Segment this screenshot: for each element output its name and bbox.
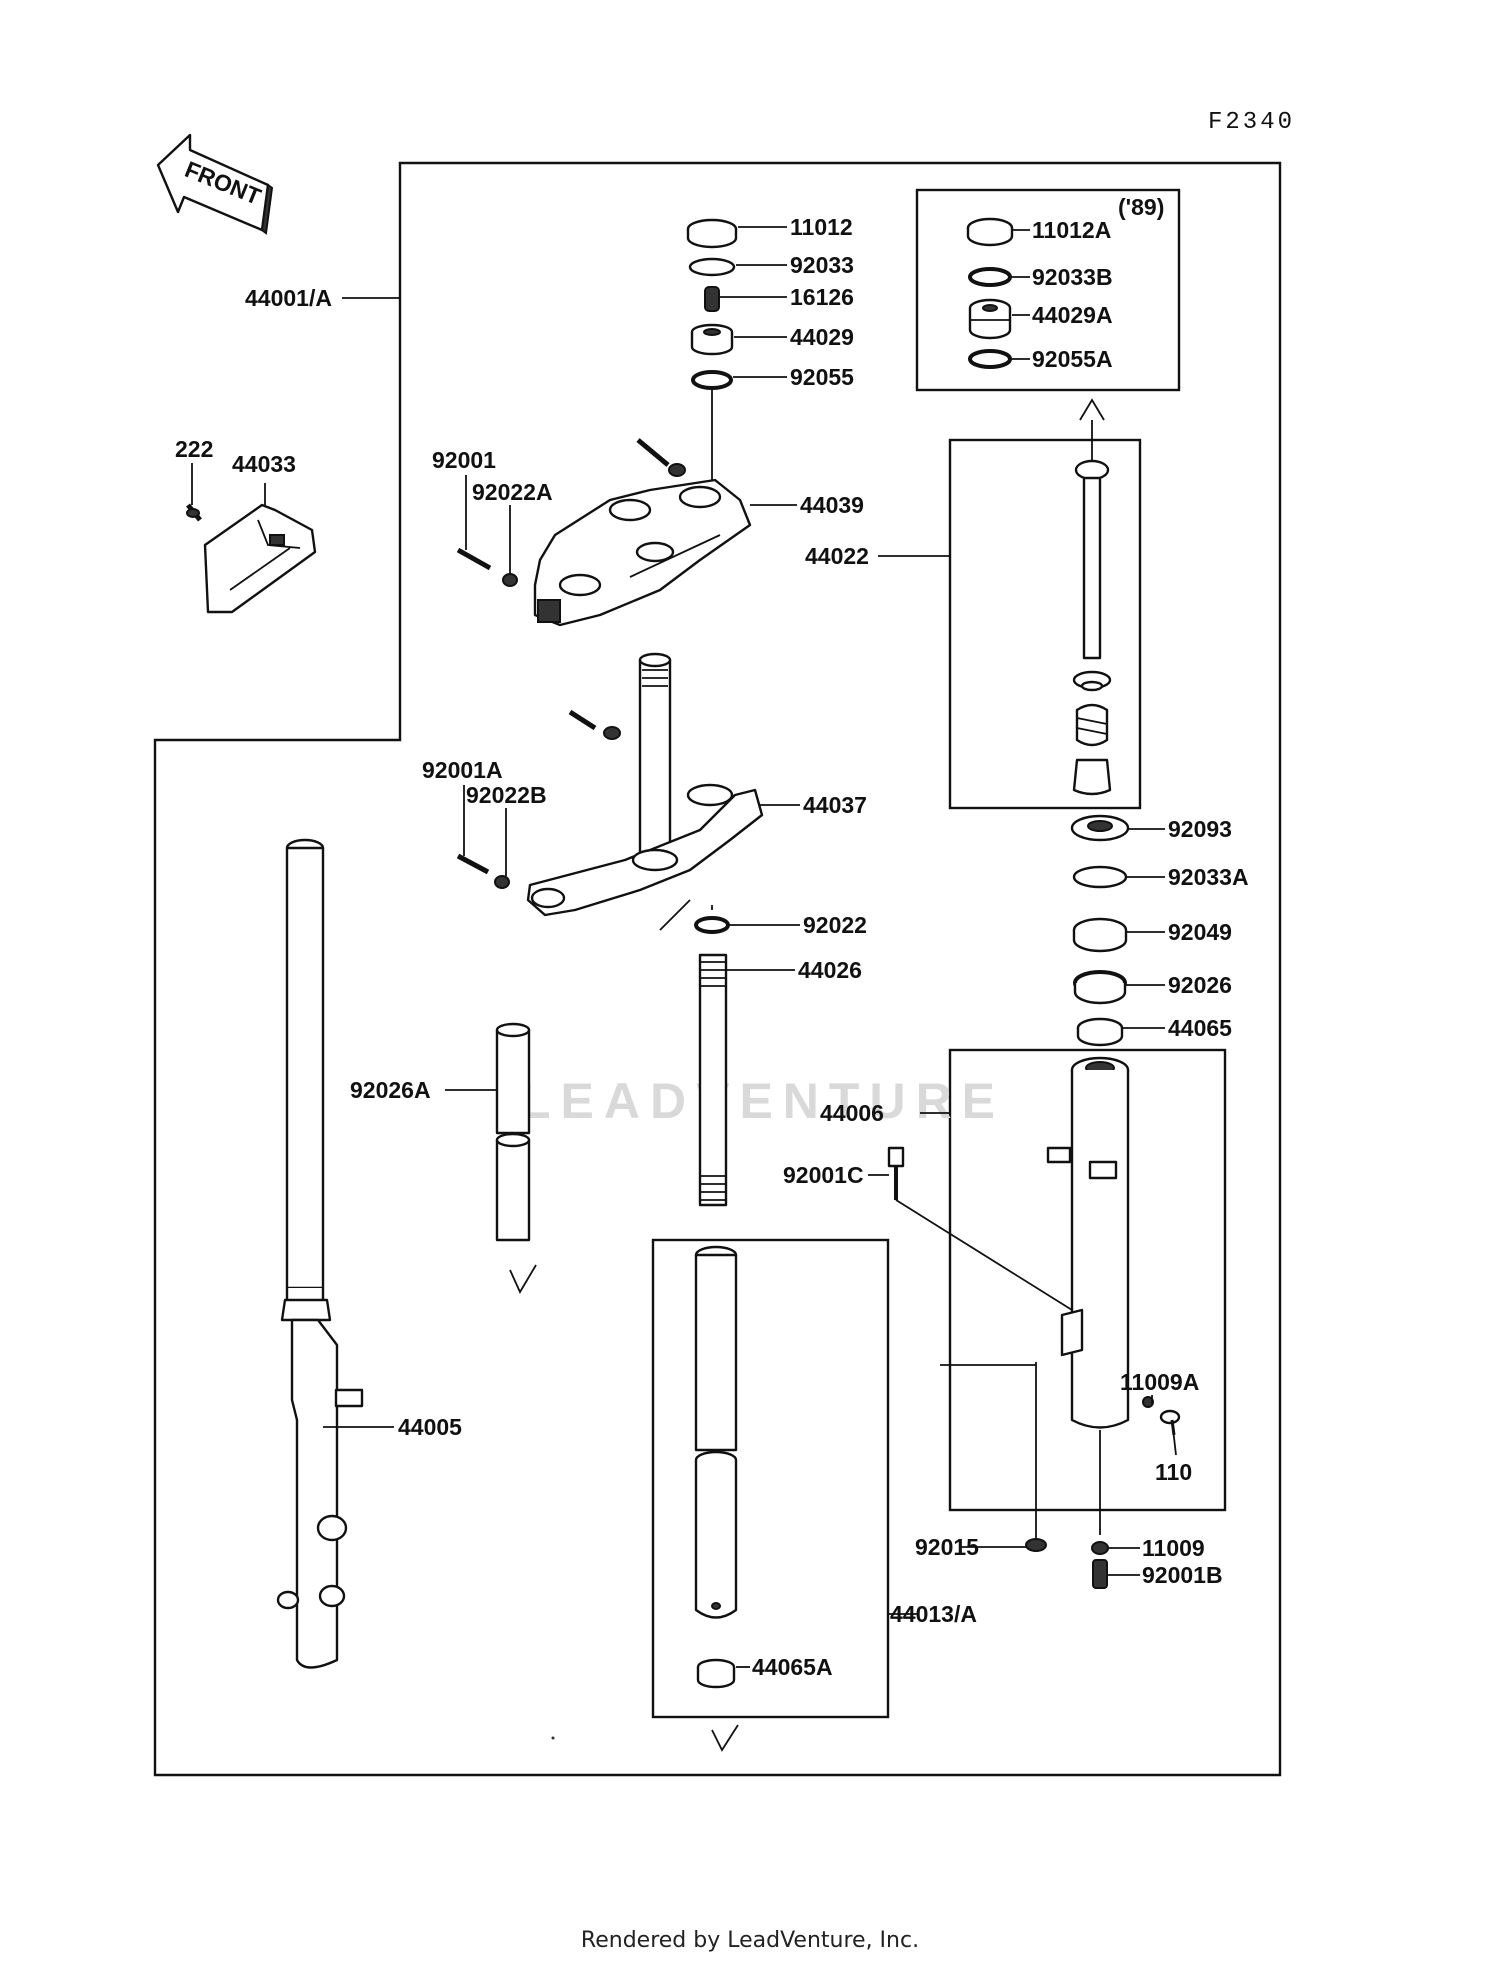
label-92001: 92001 <box>432 447 496 473</box>
label-92001A: 92001A <box>422 757 503 783</box>
bushing-44065-icon <box>1076 1017 1124 1047</box>
lower-bracket-44037-icon <box>456 652 764 931</box>
label-92093: 92093 <box>1168 816 1232 842</box>
washer-11009-icon <box>1091 1541 1109 1555</box>
label-44029A: 44029A <box>1032 302 1113 328</box>
bushing-44065A-icon <box>696 1658 739 1752</box>
label-92049: 92049 <box>1168 919 1232 945</box>
plug-44029A-icon <box>968 298 1012 340</box>
bracket-44033-icon <box>203 503 317 614</box>
bolt-92001C-icon <box>887 1146 905 1200</box>
variant-box <box>915 188 1181 392</box>
footer-credit: Rendered by LeadVenture, Inc. <box>580 1928 920 1953</box>
collar-92026A-icon <box>495 1022 537 1294</box>
label-92033B: 92033B <box>1032 264 1113 290</box>
label-92022A: 92022A <box>472 479 553 505</box>
bolt-222-icon <box>186 503 202 522</box>
o-ring-92033-icon <box>688 257 736 277</box>
label-44037: 44037 <box>803 792 867 818</box>
o-ring-92033B-icon <box>968 267 1012 287</box>
washer-92022-icon <box>694 916 730 934</box>
label-92026: 92026 <box>1168 972 1232 998</box>
label-44006: 44006 <box>820 1100 884 1126</box>
front-arrow-icon: FRONT <box>156 133 274 235</box>
leader-lines <box>191 226 1177 1668</box>
label-92033A: 92033A <box>1168 864 1249 890</box>
label-92055: 92055 <box>790 364 854 390</box>
label-44065A: 44065A <box>752 1654 833 1680</box>
inner-tube-44013A-icon <box>694 1245 738 1619</box>
label-11012A: 11012A <box>1032 217 1111 243</box>
label-92055A: 92055A <box>1032 346 1113 372</box>
valve-16126-icon <box>704 286 720 312</box>
upper-bracket-44039-icon <box>456 438 752 627</box>
label-44039: 44039 <box>800 492 864 518</box>
label-92022: 92022 <box>803 912 867 938</box>
cap-11012A-icon <box>966 217 1014 247</box>
label-44022: 44022 <box>805 543 869 569</box>
label-92015: 92015 <box>915 1534 979 1560</box>
label-110: 110 <box>1155 1459 1192 1485</box>
label-44005: 44005 <box>398 1414 462 1440</box>
figure-code: F2340 <box>1208 109 1295 136</box>
label-222: 222 <box>175 436 213 462</box>
watermark: LEADVENTURE <box>520 1073 1005 1129</box>
label-11009A: 11009A <box>1120 1369 1199 1395</box>
o-ring-92055-icon <box>691 370 733 390</box>
label-92026A: 92026A <box>350 1077 431 1103</box>
label-16126: 16126 <box>790 284 854 310</box>
screw-110-icon <box>1159 1409 1181 1436</box>
washer-92049-icon <box>1072 917 1128 953</box>
label-44013A: 44013/A <box>890 1601 977 1627</box>
label-44065: 44065 <box>1168 1015 1232 1041</box>
label-11012: 11012 <box>790 214 853 240</box>
label-92001B: 92001B <box>1142 1562 1223 1588</box>
outer-tube-subframe <box>948 1048 1227 1512</box>
label-44001A: 44001/A <box>245 285 332 311</box>
label-92001C: 92001C <box>783 1162 864 1188</box>
cap-11012-icon <box>686 218 738 249</box>
inner-tube-subframe <box>651 1238 890 1719</box>
variant-note: ('89) <box>1118 194 1164 220</box>
label-44026: 44026 <box>798 957 862 983</box>
o-ring-92055A-icon <box>968 349 1012 369</box>
washer-11009A-icon <box>1142 1396 1154 1408</box>
cylinder-44026-icon <box>698 953 728 1207</box>
label-11009: 11009 <box>1142 1535 1205 1561</box>
cap-92015-icon <box>1025 1538 1047 1552</box>
clip-92033A-icon <box>1072 865 1128 889</box>
plug-44029-icon <box>690 323 734 356</box>
label-92033: 92033 <box>790 252 854 278</box>
label-92022B: 92022B <box>466 782 547 808</box>
outer-tube-44005-icon <box>276 838 364 1669</box>
fork-tube-subframe <box>948 438 1142 810</box>
label-44033: 44033 <box>232 451 296 477</box>
seal-92093-icon <box>1070 814 1130 842</box>
fork-tube-44022-icon <box>1072 459 1112 796</box>
assembly-frame <box>153 161 1282 1777</box>
bolt-92001B-icon <box>1092 1559 1108 1589</box>
outer-tube-44006-icon <box>1046 1056 1130 1429</box>
stray-dot <box>551 1736 555 1740</box>
label-44029: 44029 <box>790 324 854 350</box>
seal-92026-icon <box>1073 970 1127 1005</box>
